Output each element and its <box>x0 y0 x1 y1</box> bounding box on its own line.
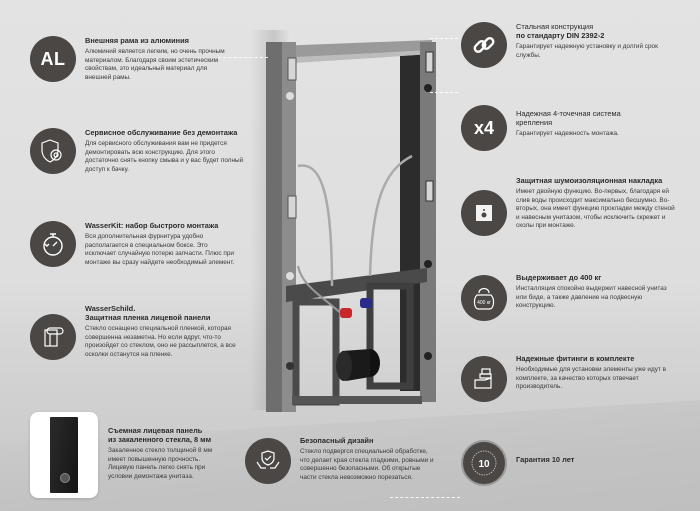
feature-service: Сервисное обслуживание без демонтажа Для… <box>30 128 245 174</box>
feature-desc: Гарантирует надежность монтажа. <box>516 130 619 137</box>
leader-line <box>218 57 268 58</box>
feature-desc: Инсталляция спокойно выдержит навесной у… <box>516 285 667 310</box>
film-roll-icon <box>30 314 76 360</box>
pipe-fitting-icon <box>461 356 507 402</box>
feature-title: Выдерживает до 400 кг <box>516 273 602 282</box>
leader-line <box>390 497 460 498</box>
guarantee-seal-icon: 10 <box>461 440 507 486</box>
feature-title-line2: по стандарту DIN 2392-2 <box>516 31 605 40</box>
feature-load-400kg: 400 кг Выдерживает до 400 кг Инсталляция… <box>461 273 676 321</box>
noise-pad-icon <box>461 190 507 236</box>
feature-title-line2: Защитная пленка лицевой панели <box>85 313 211 322</box>
feature-desc: Гарантирует надежную установку и долгий … <box>516 43 658 59</box>
feature-desc: Стекло оснащено специальной пленкой, кот… <box>85 325 236 358</box>
feature-glass-panel: Съемная лицевая панель из закаленного ст… <box>108 426 218 481</box>
feature-title: Гарантия 10 лет <box>516 455 575 464</box>
feature-title: Надежные фитинги в комплекте <box>516 354 635 363</box>
feature-desc: Для сервисного обслуживания вам не приде… <box>85 140 244 173</box>
svg-text:400 кг: 400 кг <box>477 300 491 306</box>
leader-line <box>430 92 458 93</box>
feature-title: Надежная 4-точечная система <box>516 109 621 118</box>
feature-desc: Алюминий является легким, но очень прочн… <box>85 48 225 81</box>
glass-panel-image <box>30 412 98 498</box>
svg-text:10: 10 <box>478 459 490 470</box>
stopwatch-icon <box>30 221 76 267</box>
feature-title: Безопасный дизайн <box>300 436 374 445</box>
feature-guarantee: 10 Гарантия 10 лет <box>461 440 574 486</box>
feature-title: Стальная конструкция <box>516 22 594 31</box>
glass-panel <box>50 417 78 493</box>
flush-button-icon <box>60 473 70 483</box>
feature-desc: Необходимые для установки элементы уже и… <box>516 366 667 391</box>
feature-aluminium-frame: AL Внешняя рама из алюминия Алюминий явл… <box>30 36 235 82</box>
feature-title: Защитная шумоизоляционная накладка <box>516 176 663 185</box>
kettlebell-icon: 400 кг <box>461 275 507 321</box>
feature-desc: Стекло подвергся специальной обработке, … <box>300 448 434 481</box>
chain-link-icon <box>461 22 507 68</box>
feature-wasserschild: WasserSchild. Защитная пленка лицевой па… <box>30 304 250 360</box>
feature-wasserkit: WasserKit: набор быстрого монтажа Вся до… <box>30 221 235 267</box>
aluminium-al-icon: AL <box>30 36 76 82</box>
leader-line <box>430 38 458 39</box>
feature-title: WasserKit: набор быстрого монтажа <box>85 221 219 230</box>
feature-4-point-fixing: x4 Надежная 4-точечная система крепления… <box>461 105 666 151</box>
feature-desc: Имеет двойную функцию. Во-первых, благод… <box>516 188 675 230</box>
x4-icon: x4 <box>461 105 507 151</box>
feature-noise-pad: Защитная шумоизоляционная накладка Имеет… <box>461 176 676 236</box>
feature-title-line2: из закаленного стекла, 8 мм <box>108 435 212 444</box>
hands-shield-icon <box>245 438 291 484</box>
shield-gear-icon <box>30 128 76 174</box>
feature-safe-design: Безопасный дизайн Стекло подвергся специ… <box>245 436 438 484</box>
installation-frame-image <box>262 36 452 416</box>
feature-title: Сервисное обслуживание без демонтажа <box>85 128 238 137</box>
feature-title: WasserSchild. <box>85 304 136 313</box>
feature-title-line2: крепления <box>516 118 553 127</box>
feature-title: Съемная лицевая панель <box>108 426 203 435</box>
feature-desc: Вся дополнительная фурнитура удобно расп… <box>85 233 235 266</box>
feature-title: Внешняя рама из алюминия <box>85 36 189 45</box>
feature-fittings: Надежные фитинги в комплекте Необходимые… <box>461 354 676 402</box>
feature-desc: Закаленное стекло толщиной 8 мм имеет по… <box>108 447 213 480</box>
feature-steel-construction: Стальная конструкция по стандарту DIN 23… <box>461 22 666 68</box>
